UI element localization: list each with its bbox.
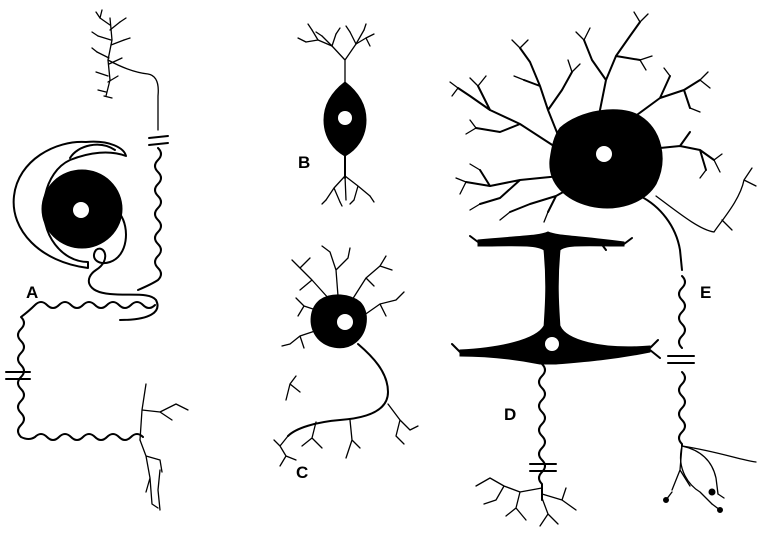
- neuron-c: C: [274, 246, 418, 482]
- label-c: C: [296, 463, 308, 482]
- label-e: E: [700, 283, 711, 302]
- neuron-d-nucleus: [545, 337, 559, 351]
- label-b: B: [298, 153, 310, 172]
- neuron-a-nucleus: [73, 202, 89, 218]
- neuron-c-axon-branches: [274, 376, 418, 466]
- neuron-e-node-marker: [668, 356, 694, 363]
- neuron-e-axon-terminals: [666, 446, 756, 510]
- neuron-c-nucleus: [337, 314, 353, 330]
- neuron-a-dendrite-tuft: [92, 10, 158, 130]
- label-d: D: [504, 405, 516, 424]
- neuron-e-axon: [679, 276, 685, 446]
- neuron-a-central-axon: [18, 302, 155, 440]
- neuron-d-apical-dendrite: [478, 232, 624, 330]
- neuron-e-collateral: [656, 168, 756, 232]
- neuron-b-upper-dendrites: [298, 24, 374, 84]
- label-a: A: [26, 283, 38, 302]
- neuron-e: E: [450, 12, 756, 513]
- neuron-a: A: [6, 10, 188, 510]
- neuron-e-nucleus: [596, 146, 612, 162]
- neuron-a-terminals: [140, 384, 188, 510]
- neuron-d-axon-terminals: [476, 478, 576, 526]
- neuron-a-node-marker-top: [149, 136, 168, 145]
- neuron-b-nucleus: [338, 111, 352, 125]
- neuron-a-node-marker-left: [6, 372, 30, 379]
- neuron-d: D: [452, 232, 660, 526]
- neuron-c-axon: [288, 344, 388, 436]
- neuron-d-axon: [539, 364, 545, 500]
- neuron-a-peripheral-axon: [138, 148, 161, 290]
- neuron-b: B: [298, 24, 374, 206]
- neuron-b-lower-branches: [322, 176, 374, 206]
